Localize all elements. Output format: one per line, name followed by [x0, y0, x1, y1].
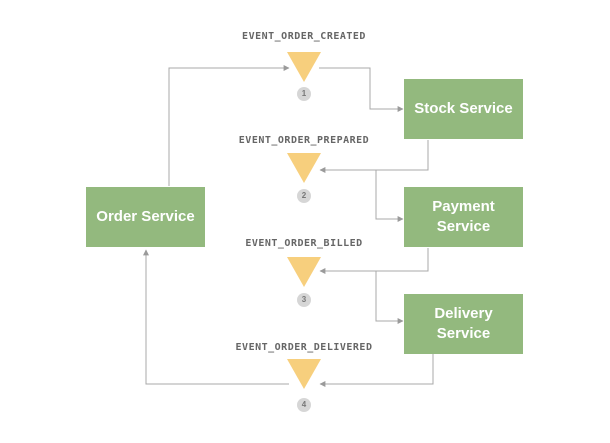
arrow-created-to-stock [319, 67, 404, 112]
event-prepared-triangle [287, 153, 321, 183]
stock-service-label: Stock Service [414, 100, 513, 117]
order-service-box: Order Service [86, 187, 205, 247]
step-badge-4: 4 [297, 398, 311, 412]
step-badge-1: 1 [297, 87, 311, 101]
step-badge-2: 2 [297, 189, 311, 203]
payment-service-label: Payment Service [432, 198, 495, 235]
event-delivered-triangle [287, 359, 321, 389]
delivery-service-label: Delivery Service [434, 305, 493, 342]
event-created-triangle [287, 52, 321, 82]
arrow-delivered-to-order [143, 249, 289, 385]
event-billed-triangle [287, 257, 321, 287]
arrow-stock-to-prepared [319, 140, 429, 173]
payment-service-box: Payment Service [404, 187, 523, 247]
arrow-order-to-created [168, 65, 290, 186]
arrow-billed-to-delivery [375, 271, 404, 324]
event-label-billed: EVENT_ORDER_BILLED [245, 238, 363, 249]
arrow-prepared-to-payment [375, 170, 404, 222]
event-label-prepared: EVENT_ORDER_PREPARED [238, 135, 370, 146]
delivery-service-box: Delivery Service [404, 294, 523, 354]
event-label-delivered: EVENT_ORDER_DELIVERED [235, 342, 373, 353]
event-label-created: EVENT_ORDER_CREATED [242, 31, 366, 42]
arrow-payment-to-billed [319, 248, 429, 274]
arrow-delivery-to-delivered [319, 354, 434, 387]
step-badge-3: 3 [297, 293, 311, 307]
order-service-label: Order Service [96, 208, 195, 225]
stock-service-box: Stock Service [404, 79, 523, 139]
